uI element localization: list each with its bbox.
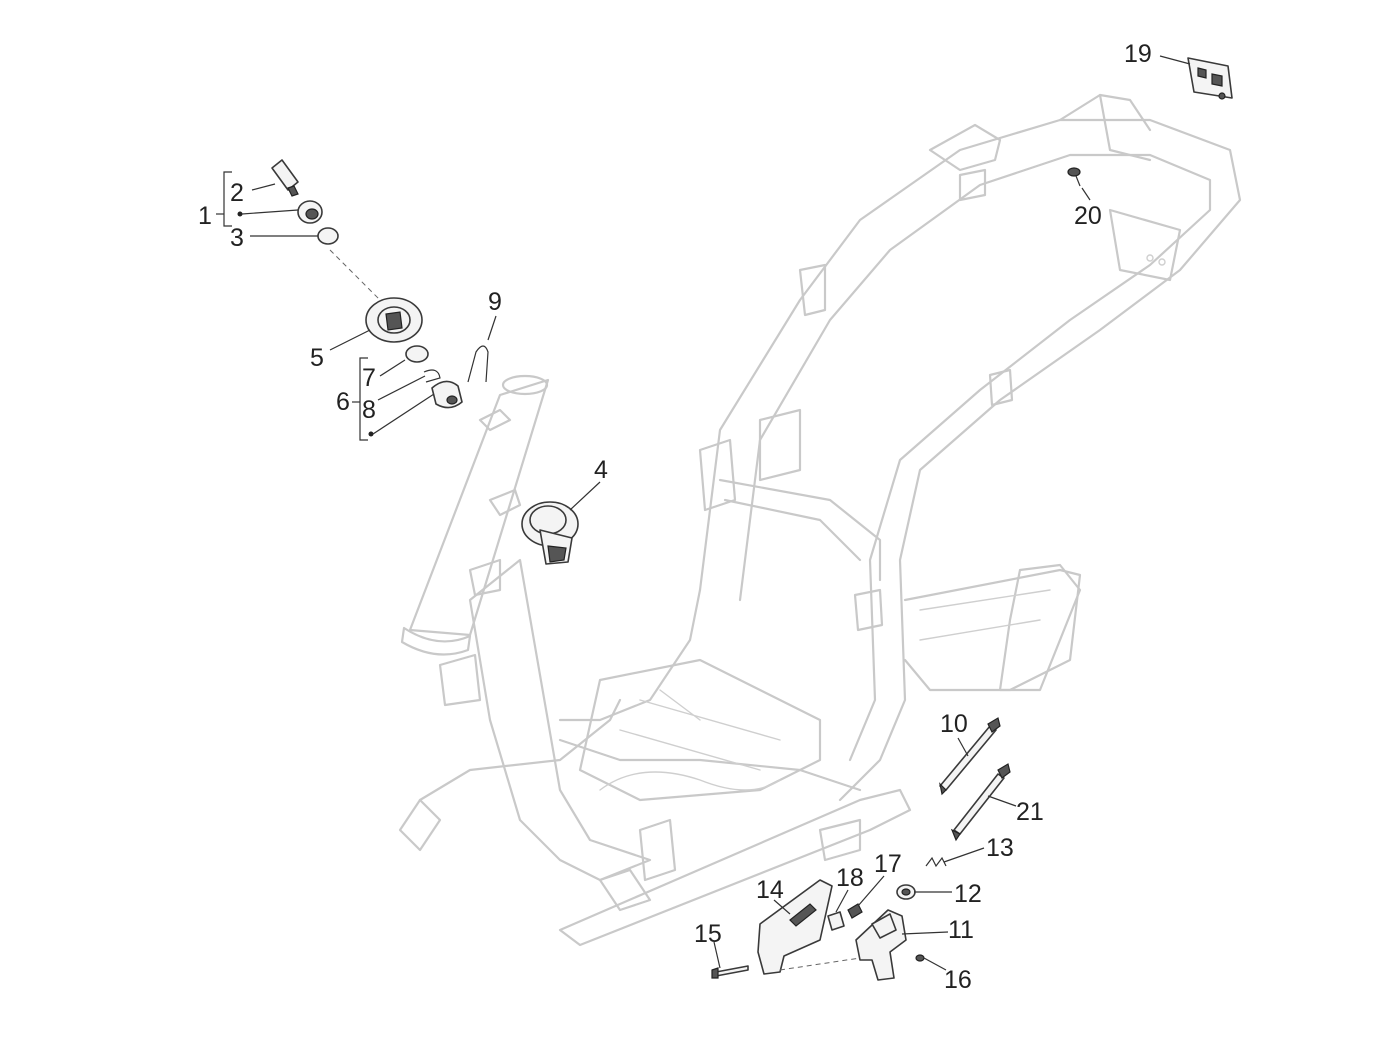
spring-part-13 bbox=[925, 856, 947, 868]
callout-19: 19 bbox=[1124, 40, 1152, 68]
ring-part-7 bbox=[405, 345, 429, 363]
callout-9: 9 bbox=[488, 288, 502, 316]
callout-15: 15 bbox=[694, 920, 722, 948]
callout-4: 4 bbox=[594, 456, 608, 484]
callout-13: 13 bbox=[986, 834, 1014, 862]
latch-part-19 bbox=[1187, 57, 1233, 100]
callout-6: 6 bbox=[336, 388, 350, 416]
clip-part-8 bbox=[423, 369, 441, 383]
nut-part-16 bbox=[915, 954, 925, 962]
spring-clip-part-9 bbox=[467, 345, 489, 383]
callout-3: 3 bbox=[230, 224, 244, 252]
callout-14: 14 bbox=[756, 876, 784, 904]
rod-part-10 bbox=[939, 717, 1001, 796]
key-part-2 bbox=[271, 159, 299, 197]
screw-part-20 bbox=[1067, 167, 1081, 187]
bolt-part-15 bbox=[711, 965, 749, 979]
callout-12: 12 bbox=[954, 880, 982, 908]
callout-2: 2 bbox=[230, 179, 244, 207]
callout-20: 20 bbox=[1074, 202, 1102, 230]
bolt-part-17 bbox=[847, 903, 863, 919]
scooter-frame bbox=[398, 93, 1242, 947]
nut-part-12 bbox=[896, 884, 916, 900]
callout-10: 10 bbox=[940, 710, 968, 738]
cap-part-5 bbox=[365, 297, 423, 343]
stand-bracket-part-11 bbox=[855, 909, 907, 981]
leader-lines bbox=[216, 55, 1191, 971]
ignition-switch-part-4 bbox=[521, 501, 579, 565]
ring-part-3 bbox=[317, 227, 339, 245]
bracket-part-14 bbox=[757, 879, 833, 975]
callout-11: 11 bbox=[948, 916, 974, 944]
parts bbox=[271, 57, 1233, 981]
callout-17: 17 bbox=[874, 850, 902, 878]
callout-1: 1 bbox=[198, 202, 212, 230]
barrel-part-6 bbox=[431, 380, 463, 409]
callout-21: 21 bbox=[1016, 798, 1044, 826]
rod-part-21 bbox=[950, 763, 1011, 842]
callout-16: 16 bbox=[944, 966, 972, 994]
callout-numbers: 1 2 3 5 6 7 8 9 4 19 20 10 21 13 12 17 1… bbox=[198, 40, 1152, 994]
callout-8: 8 bbox=[362, 396, 376, 424]
callout-18: 18 bbox=[836, 864, 864, 892]
callout-5: 5 bbox=[310, 344, 324, 372]
callout-7: 7 bbox=[362, 364, 376, 392]
bushing-part-18 bbox=[827, 911, 845, 931]
lock-cylinder-part bbox=[297, 200, 323, 224]
